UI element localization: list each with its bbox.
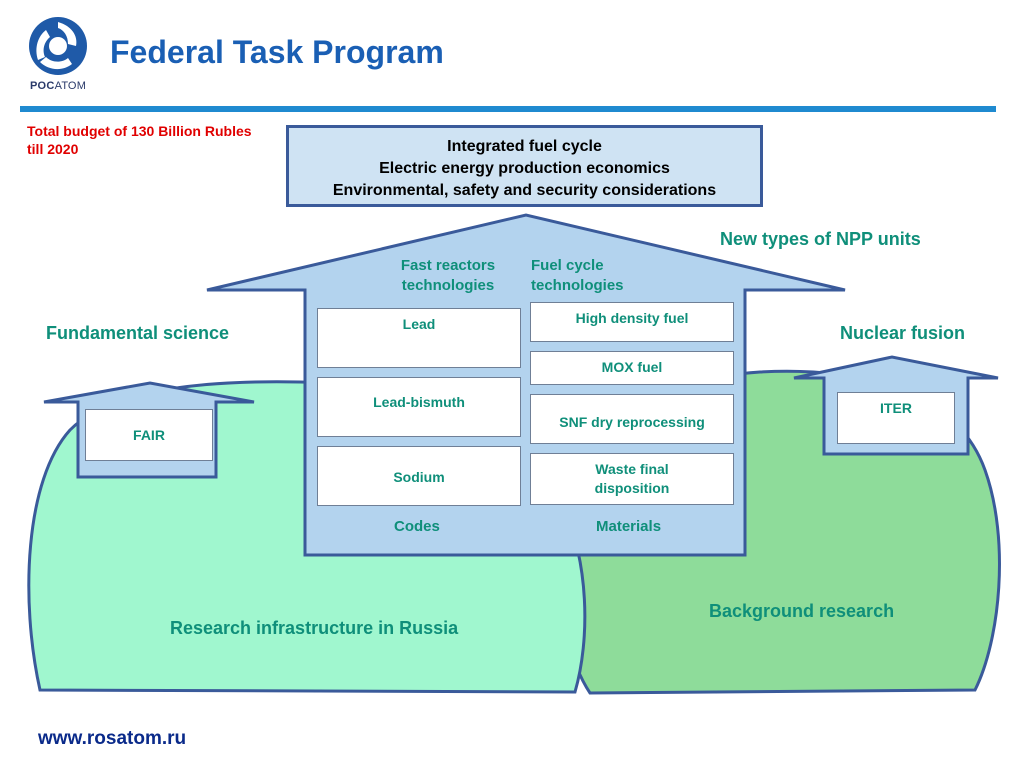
iter-box: ITER <box>837 392 955 444</box>
fuel-box-label: SNF dry reprocessing <box>559 414 705 430</box>
col-footer-codes: Codes <box>394 518 440 535</box>
budget-note: Total budget of 130 Billion Rubles till … <box>27 123 252 157</box>
page-title: Federal Task Program <box>110 34 444 70</box>
logo-wordmark-bold: РОС <box>30 80 55 92</box>
objective-line: Environmental, safety and security consi… <box>332 182 717 199</box>
iter-label: ITER <box>880 400 912 416</box>
fair-box: FAIR <box>85 409 213 461</box>
reactor-box-lead-bismuth: Lead-bismuth <box>317 377 521 437</box>
fuel-box-mox: MOX fuel <box>530 351 734 385</box>
rosatom-logo <box>29 17 87 75</box>
fuel-box-waste: Waste final disposition <box>530 453 734 505</box>
col-footer-materials: Materials <box>596 518 662 535</box>
label-background-research: Background research <box>709 601 895 621</box>
fuel-box-label: High density fuel <box>575 310 689 326</box>
objective-line: Electric energy production economics <box>379 160 670 177</box>
logo-wordmark: РОСАТОМ <box>30 80 86 92</box>
fuel-box-high-density: High density fuel <box>530 302 734 342</box>
reactor-box-label: Lead <box>402 316 436 332</box>
label-fundamental-science: Fundamental science <box>46 323 230 343</box>
label-nuclear-fusion: Nuclear fusion <box>840 323 966 343</box>
logo-wordmark-rest: АТОМ <box>54 80 87 92</box>
fuel-box-label: MOX fuel <box>601 359 663 375</box>
reactor-box-label: Lead-bismuth <box>373 394 465 410</box>
col-header-fuel-cycle: Fuel cycle technologies <box>531 257 624 294</box>
footer-url: www.rosatom.ru <box>38 728 187 749</box>
fuel-box-label: Waste final disposition <box>594 461 670 496</box>
col-header-fast-reactors: Fast reactors technologies <box>400 257 496 294</box>
label-research-infrastructure: Research infrastructure in Russia <box>170 618 459 638</box>
label-new-npp: New types of NPP units <box>720 229 921 249</box>
fair-label: FAIR <box>133 427 165 443</box>
header-divider <box>20 106 996 112</box>
fuel-box-snf: SNF dry reprocessing <box>530 394 734 444</box>
reactor-box-sodium: Sodium <box>317 446 521 506</box>
reactor-box-label: Sodium <box>393 469 445 485</box>
reactor-box-lead: Lead <box>317 308 521 368</box>
top-objectives-box: Integrated fuel cycle Electric energy pr… <box>286 125 763 207</box>
objective-line: Integrated fuel cycle <box>447 138 602 155</box>
